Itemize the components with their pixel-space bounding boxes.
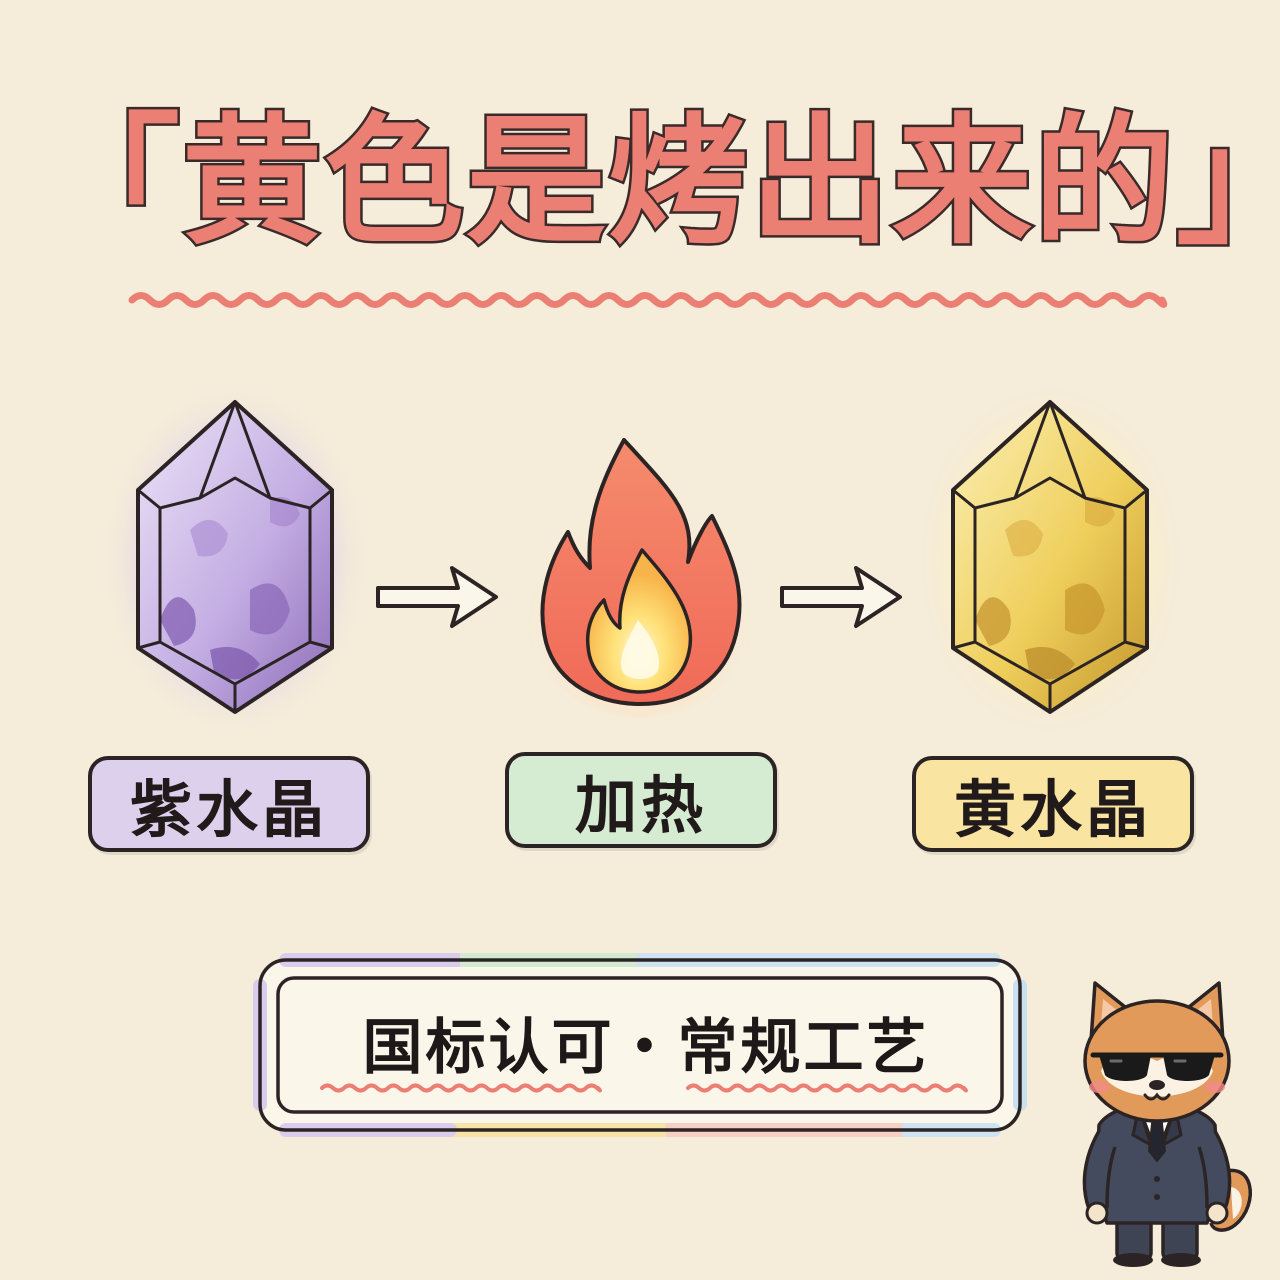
arrow-right-icon: [376, 566, 498, 628]
page-title: 「黄色是烤出来的」: [38, 99, 1280, 267]
label-citrine: 黄水晶: [912, 756, 1194, 852]
amethyst-crystal-icon: [100, 382, 370, 738]
label-heat: 加热: [505, 752, 777, 848]
badge-text: 国标认可・常规工艺: [362, 1012, 930, 1083]
fire-icon: [522, 438, 758, 718]
shiba-mascot: [1082, 981, 1253, 1267]
arrow-right-icon: [780, 566, 902, 628]
label-amethyst: 紫水晶: [88, 756, 370, 852]
citrine-crystal-icon: [915, 382, 1185, 738]
badge-frame: [253, 953, 1027, 1137]
